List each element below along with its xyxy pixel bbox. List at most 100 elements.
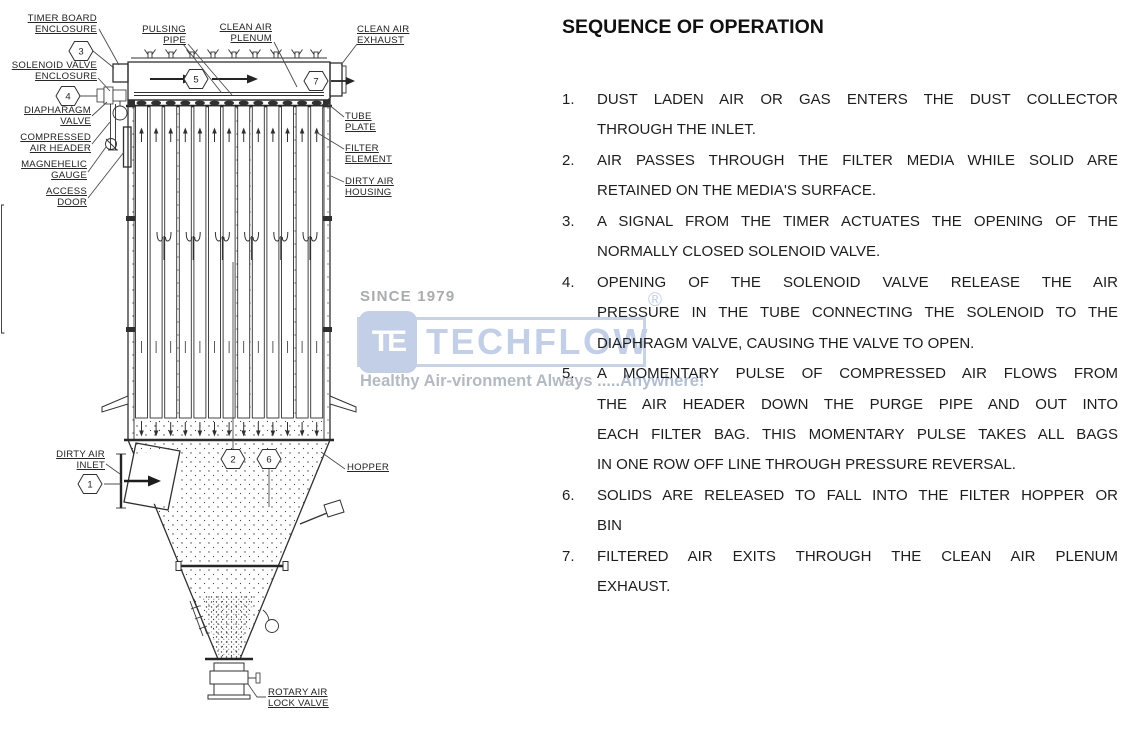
item-text: DUST LADEN AIR OR GAS ENTERS THE DUST CO… <box>597 85 1118 146</box>
text-line: EXHAUST. <box>597 578 671 596</box>
techflow-monogram-icon: TE <box>359 311 417 373</box>
callout-7-number: 7 <box>313 76 318 87</box>
sequence-of-operation-panel: SEQUENCE OF OPERATION 1. DUST LADEN AIR … <box>562 15 1118 603</box>
dirty-air-housing-shape <box>101 99 357 442</box>
item-number: 3. <box>562 212 575 230</box>
label-line: ACCESS <box>46 186 87 197</box>
sequence-item-4: 4. OPENING OF THE SOLENOID VALVE RELEASE… <box>562 268 1118 359</box>
callout-5-number: 5 <box>193 74 198 85</box>
callout-1-number: 1 <box>87 479 92 490</box>
label-line: GAUGE <box>51 170 87 181</box>
text-line: A SIGNAL FROM THE TIMER ACTUATES THE OPE… <box>597 212 1118 230</box>
callout-7: 7 <box>303 71 329 91</box>
text-line: AIR PASSES THROUGH THE FILTER MEDIA WHIL… <box>597 151 1118 169</box>
label-access-door: ACCESS DOOR <box>46 186 87 208</box>
solenoid-diaphragm-assembly-shape <box>96 86 128 121</box>
label-line: MAGNEHELIC <box>21 159 87 170</box>
label-line: TUBE <box>345 111 372 122</box>
item-text: SOLIDS ARE RELEASED TO FALL INTO THE FIL… <box>597 481 1118 542</box>
text-line: FILTERED AIR EXITS THROUGH THE CLEAN AIR… <box>597 547 1118 565</box>
sequence-item-2: 2. AIR PASSES THROUGH THE FILTER MEDIA W… <box>562 146 1118 207</box>
text-line: THE AIR HEADER DOWN THE PURGE PIPE AND O… <box>597 395 1118 413</box>
text-line: DUST LADEN AIR OR GAS ENTERS THE DUST CO… <box>597 91 1118 108</box>
callout-5: 5 <box>183 69 209 89</box>
logo-box: TE TECHFLOW <box>357 311 647 373</box>
dust-collector-diagram: 1 2 3 4 5 6 7 <box>1 13 409 709</box>
label-rotary-air-lock-valve: ROTARY AIR LOCK VALVE <box>268 687 329 709</box>
label-line: HOPPER <box>347 462 389 473</box>
logo-tagline-right: Anywhere! <box>620 372 705 390</box>
dirty-air-inlet-shape <box>116 442 181 511</box>
label-line: AIR HEADER <box>30 143 91 154</box>
label-line: PIPE <box>163 35 186 46</box>
text-line: EACH FILTER BAG. THIS MOMENTARY PULSE TA… <box>597 425 1118 443</box>
techflow-watermark-logo: SINCE 1979 TE TECHFLOW ® Healthy Air-vir… <box>356 288 704 398</box>
leader-lines <box>80 28 358 698</box>
sequence-item-6: 6. SOLIDS ARE RELEASED TO FALL INTO THE … <box>562 481 1118 542</box>
text-line: PRESSURE IN THE TUBE CONNECTING THE SOLE… <box>597 304 1118 322</box>
item-number: 7. <box>562 547 575 565</box>
sequence-item-7: 7. FILTERED AIR EXITS THROUGH THE CLEAN … <box>562 542 1118 603</box>
rotary-air-lock-valve-shape <box>205 657 261 700</box>
label-dirty-air-housing: DIRTY AIR HOUSING <box>345 176 394 198</box>
callout-4-number: 4 <box>65 91 70 102</box>
callout-hexagons: 1 2 3 4 5 6 7 <box>55 41 329 494</box>
sequence-list: 1. DUST LADEN AIR OR GAS ENTERS THE DUST… <box>562 85 1118 603</box>
item-number: 5. <box>562 365 575 383</box>
callout-3-number: 3 <box>78 46 83 57</box>
registered-trademark-icon: ® <box>648 290 662 311</box>
callout-6-number: 6 <box>266 454 271 465</box>
callout-3: 3 <box>68 41 94 61</box>
label-line: FILTER <box>345 143 379 154</box>
text-line: OPENING OF THE SOLENOID VALVE RELEASE TH… <box>597 273 1118 291</box>
logo-wordmark: TECHFLOW <box>426 321 650 362</box>
tube-plate-shape <box>126 96 332 108</box>
item-text: A SIGNAL FROM THE TIMER ACTUATES THE OPE… <box>597 207 1118 268</box>
label-clean-air-plenum: CLEAN AIR PLENUM <box>220 22 272 44</box>
label-hopper: HOPPER <box>347 462 389 473</box>
page-title: SEQUENCE OF OPERATION <box>562 16 824 38</box>
label-line: DOOR <box>57 197 87 208</box>
label-line: COMPRESSED <box>20 132 91 143</box>
item-text: OPENING OF THE SOLENOID VALVE RELEASE TH… <box>597 268 1118 359</box>
item-text: AIR PASSES THROUGH THE FILTER MEDIA WHIL… <box>597 146 1118 207</box>
label-compressed-air-header: COMPRESSED AIR HEADER <box>20 132 91 154</box>
label-line: LOCK VALVE <box>268 698 329 709</box>
label-line: PLATE <box>345 122 376 133</box>
label-line: TIMER BOARD <box>28 13 97 24</box>
callout-6: 6 <box>256 449 282 469</box>
text-line: IN ONE ROW OFF LINE THROUGH PRESSURE REV… <box>597 456 1016 474</box>
text-line: BIN <box>597 517 623 535</box>
label-line: ROTARY AIR <box>268 687 328 698</box>
label-line: VALVE <box>60 116 91 127</box>
label-line: ENCLOSURE <box>35 24 97 35</box>
timer-board-enclosure-shape <box>112 63 129 83</box>
item-number: 2. <box>562 151 575 169</box>
label-line: DIAPHARAGM <box>24 105 91 116</box>
logo-tagline-left: Healthy Air-vironment Always ..... <box>360 372 621 390</box>
text-line: NORMALLY CLOSED SOLENOID VALVE. <box>597 243 881 261</box>
sequence-item-1: 1. DUST LADEN AIR OR GAS ENTERS THE DUST… <box>562 85 1118 146</box>
label-line: HOUSING <box>345 187 392 198</box>
sequence-item-3: 3. A SIGNAL FROM THE TIMER ACTUATES THE … <box>562 207 1118 268</box>
label-line: ENCLOSURE <box>35 71 97 82</box>
label-diaphragm-valve: DIAPHARAGM VALVE <box>24 105 91 127</box>
label-clean-air-exhaust: CLEAN AIR EXHAUST <box>357 24 409 46</box>
item-number: 6. <box>562 486 575 504</box>
label-filter-element: FILTER ELEMENT <box>345 143 392 165</box>
logo-tagline: Healthy Air-vironment Always .....Anywhe… <box>360 372 704 391</box>
text-line: A MOMENTARY PULSE OF COMPRESSED AIR FLOW… <box>597 365 1118 383</box>
item-text: FILTERED AIR EXITS THROUGH THE CLEAN AIR… <box>597 542 1118 603</box>
label-line: DIRTY AIR <box>56 449 105 460</box>
callout-1: 1 <box>77 474 103 494</box>
magnehelic-gauge-shape <box>105 138 118 151</box>
callout-4: 4 <box>55 86 81 106</box>
label-pulsing-pipe: PULSING PIPE <box>142 24 186 46</box>
sequence-item-5: 5. A MOMENTARY PULSE OF COMPRESSED AIR F… <box>562 359 1118 481</box>
logo-since-text: SINCE 1979 <box>360 288 456 305</box>
scan-edge-mark <box>1 204 5 334</box>
item-text: A MOMENTARY PULSE OF COMPRESSED AIR FLOW… <box>597 359 1118 481</box>
text-line: DIAPHRAGM VALVE, CAUSING THE VALVE TO OP… <box>597 334 975 352</box>
item-number: 4. <box>562 273 575 291</box>
